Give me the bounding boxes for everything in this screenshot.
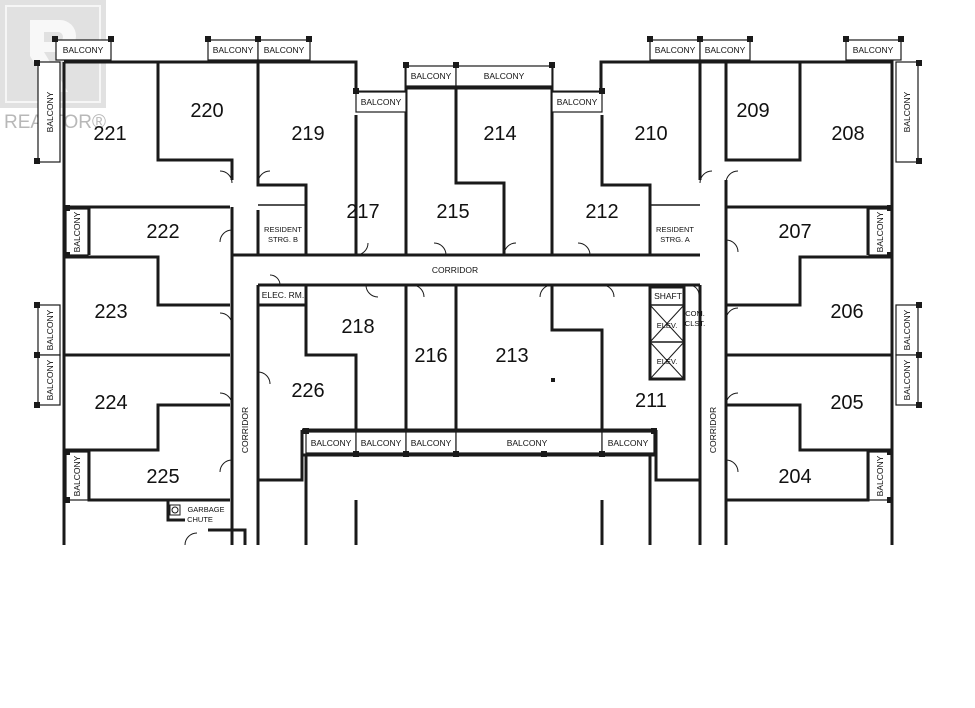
balcony-label: BALCONY [45,91,55,132]
balcony-label: BALCONY [902,309,912,350]
unit-214: 214 [483,123,516,145]
unit-213: 213 [495,345,528,367]
unit-209: 209 [736,100,769,122]
balcony-label: BALCONY [557,97,598,107]
unit-221: 221 [93,123,126,145]
unit-226: 226 [291,380,324,402]
resident-storage-a-line1: RESIDENT [656,225,694,234]
unit-218: 218 [341,316,374,338]
balcony-label: BALCONY [902,359,912,400]
elevator-label: ELEV. [657,321,678,330]
unit-207: 207 [778,221,811,243]
balcony-label: BALCONY [608,438,649,448]
room-labels: CORRIDOR CORRIDOR CORRIDOR RESIDENT STRG… [187,225,718,524]
balcony-label: BALCONY [902,91,912,132]
balcony [455,65,553,87]
balcony-label: BALCONY [875,455,885,496]
corridor-label: CORRIDOR [708,407,718,453]
balcony [37,61,61,163]
balcony-label: BALCONY [72,455,82,496]
unit-215: 215 [436,201,469,223]
balcony-label: BALCONY [264,45,305,55]
balcony-label: BALCONY [853,45,894,55]
unit-numbers: 221 220 219 214 210 209 208 217 215 212 … [93,100,864,488]
unit-216: 216 [414,345,447,367]
balcony-label: BALCONY [705,45,746,55]
balcony-label: BALCONY [213,45,254,55]
balcony [65,451,89,501]
garbage-chute-line2: CHUTE [187,515,213,524]
unit-206: 206 [830,301,863,323]
unit-212: 212 [585,201,618,223]
balcony [55,39,112,61]
unit-224: 224 [94,392,127,414]
com-closet-line1: COM. [685,309,705,318]
balcony-label: BALCONY [63,45,104,55]
balcony-label: BALCONY [655,45,696,55]
balcony [551,91,603,113]
balcony [601,431,655,454]
unit-223: 223 [94,301,127,323]
balcony-label: BALCONY [411,71,452,81]
unit-219: 219 [291,123,324,145]
balcony-label: BALCONY [507,438,548,448]
resident-storage-b-line1: RESIDENT [264,225,302,234]
balcony [257,39,311,61]
walls [62,60,894,545]
unit-220: 220 [190,100,223,122]
balcony-label: BALCONY [45,359,55,400]
resident-storage-a-line2: STRG. A [660,235,690,244]
balcony-label: BALCONY [361,438,402,448]
balcony [895,354,919,406]
balcony-label: BALCONY [411,438,452,448]
balcony [355,91,407,113]
unit-217: 217 [346,201,379,223]
unit-225: 225 [146,466,179,488]
balcony [65,208,89,256]
balcony-label: BALCONY [361,97,402,107]
balcony [868,451,892,501]
corridor-label: CORRIDOR [240,407,250,453]
balcony-label: BALCONY [45,309,55,350]
resident-storage-b-line2: STRG. B [268,235,298,244]
balcony-label: BALCONY [311,438,352,448]
corridor-label: CORRIDOR [432,265,478,275]
balcony [895,61,919,163]
garbage-chute-line1: GARBAGE [187,505,224,514]
balcony [699,39,751,61]
elevator-label: ELEV. [657,357,678,366]
doors [169,170,739,546]
elec-room-label: ELEC. RM. [262,290,305,300]
unit-204: 204 [778,466,811,488]
balcony [37,354,61,406]
balcony-label: BALCONY [484,71,525,81]
unit-205: 205 [830,392,863,414]
unit-210: 210 [634,123,667,145]
unit-208: 208 [831,123,864,145]
balcony-label: BALCONY [875,211,885,252]
unit-211: 211 [635,390,667,412]
unit-222: 222 [146,221,179,243]
balcony [868,208,892,256]
balcony-label: BALCONY [72,211,82,252]
balconies: BALCONY BALCONY BALCONY BALCONY BALCONY … [34,36,922,503]
com-closet-line2: CLST. [685,319,705,328]
shaft-label: SHAFT [654,291,682,301]
balcony [845,39,902,61]
